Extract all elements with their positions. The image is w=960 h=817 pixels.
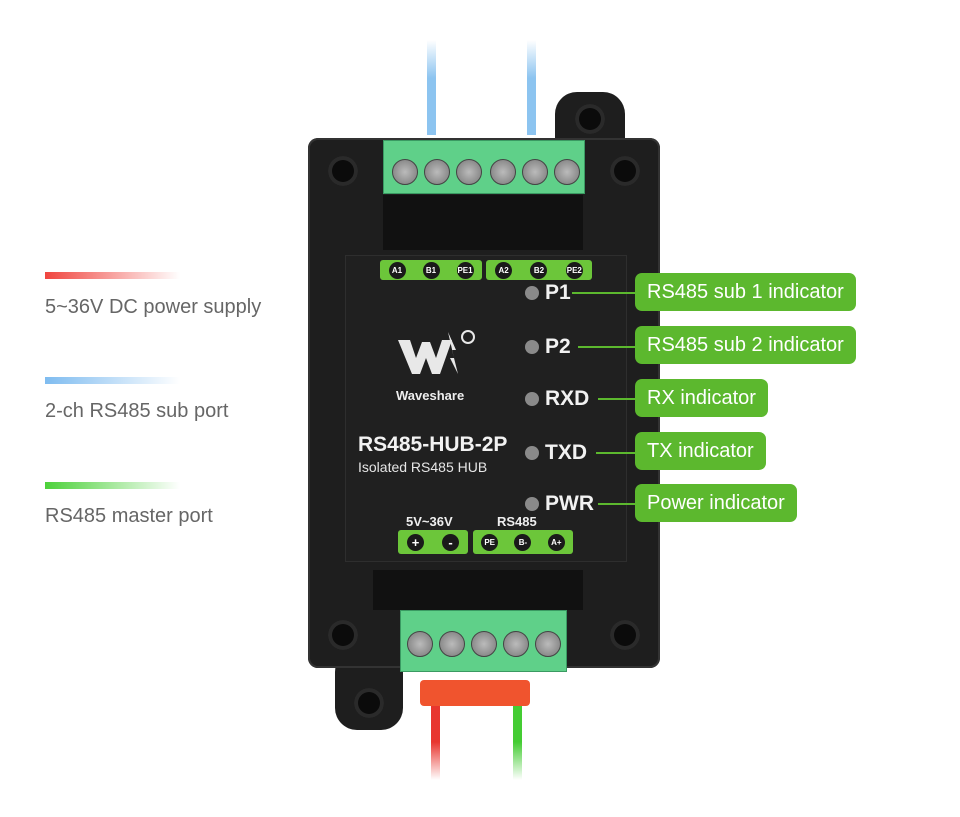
pin-b2: B2 (530, 261, 548, 279)
pin-a-plus: A+ (547, 533, 565, 551)
wire-clip (420, 680, 530, 706)
led-label-p2: P2 (545, 335, 571, 358)
led-label-pwr: PWR (545, 492, 594, 515)
sub2-pin-labels: A2 B2 PE2 (486, 260, 592, 280)
led-label-p1: P1 (545, 281, 571, 304)
power-pin-labels: + - (398, 530, 468, 554)
top-connector-base (383, 195, 583, 250)
model-subtitle: Isolated RS485 HUB (358, 459, 488, 475)
legend-power-label: 5~36V DC power supply (45, 296, 262, 318)
power-label: 5V~36V (406, 514, 453, 529)
pin-plus: + (407, 533, 424, 551)
pin-minus: - (442, 533, 459, 551)
leader-pwr (598, 503, 635, 505)
brand-name: Waveshare (396, 388, 465, 403)
callout-p1: RS485 sub 1 indicator (635, 273, 856, 311)
rs485-pin-labels: PE B- A+ (473, 530, 573, 554)
leader-rxd (598, 398, 635, 400)
sub2-wire (527, 40, 536, 135)
waveshare-logo (396, 328, 476, 378)
sub1-wire (427, 40, 436, 135)
pin-b1: B1 (422, 261, 440, 279)
callout-rx: RX indicator (635, 379, 768, 417)
leader-p1 (572, 292, 635, 294)
callout-p2: RS485 sub 2 indicator (635, 326, 856, 364)
pin-b-minus: B- (514, 533, 532, 551)
leader-txd (596, 452, 635, 454)
legend-power-line (45, 272, 180, 279)
legend-master-label: RS485 master port (45, 505, 213, 527)
led-pwr (525, 497, 539, 511)
legend-sub-label: 2-ch RS485 sub port (45, 400, 229, 422)
legend-sub-line (45, 377, 180, 384)
leader-p2 (578, 346, 635, 348)
led-txd (525, 446, 539, 460)
led-label-txd: TXD (545, 441, 587, 464)
pin-pe: PE (481, 533, 499, 551)
master-wire (513, 685, 522, 780)
led-rxd (525, 392, 539, 406)
pin-pe1: PE1 (456, 261, 474, 279)
legend-master-line (45, 482, 180, 489)
power-wire (431, 685, 440, 780)
rs485-label: RS485 (497, 514, 537, 529)
pin-pe2: PE2 (565, 261, 583, 279)
led-p2 (525, 340, 539, 354)
top-terminal-block (383, 140, 585, 194)
bottom-terminal-block (400, 610, 567, 672)
sub1-pin-labels: A1 B1 PE1 (380, 260, 482, 280)
pin-a2: A2 (495, 261, 513, 279)
front-panel (345, 255, 627, 562)
led-p1 (525, 286, 539, 300)
led-label-rxd: RXD (545, 387, 590, 410)
callout-power: Power indicator (635, 484, 797, 522)
model-name: RS485-HUB-2P (358, 433, 508, 456)
bottom-connector-base (373, 570, 583, 610)
callout-tx: TX indicator (635, 432, 766, 470)
pin-a1: A1 (388, 261, 406, 279)
